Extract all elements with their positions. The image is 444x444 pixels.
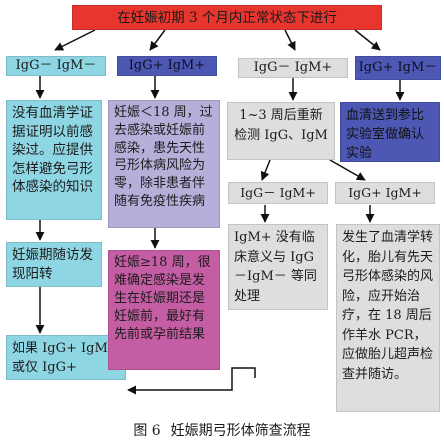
arrow-retest-to-r2a bbox=[260, 159, 271, 181]
late-pregnancy-text: 妊娠≥18 周，很难确定感染是发生在妊娠期还是妊娠前，最好有先前或孕前结果 bbox=[114, 255, 211, 342]
reference-lab-box: 血清送到参比实验室做确认实验 bbox=[340, 102, 440, 162]
result-label: IgG+ IgM+ bbox=[348, 185, 422, 200]
arrow-retest-to-r2b bbox=[329, 159, 366, 181]
result-label: IgG－ IgM+ bbox=[240, 185, 316, 200]
early-pregnancy-text: 妊娠＜18 周，过去感染或妊娠前感染，患先天性弓形体病风险为零，除非患者伴随有免… bbox=[114, 105, 213, 209]
start-box: 在妊娠初期 3 个月内正常状态下进行 bbox=[72, 5, 382, 30]
result-igg-pos-igm-neg: IgG+ IgM－ bbox=[355, 56, 441, 80]
retest-box: 1~3 周后重新检测 IgG、IgM bbox=[227, 102, 335, 160]
figure-title: 妊娠期弓形体筛查流程 bbox=[170, 423, 311, 439]
arrow-top-to-d bbox=[354, 29, 381, 51]
arrow-seroconv-to-end bbox=[127, 367, 256, 395]
result-igg-neg-igm-neg: IgG－ IgM－ bbox=[6, 56, 106, 76]
early-pregnancy-box: 妊娠＜18 周，过去感染或妊娠前感染，患先天性弓形体病风险为零，除非患者伴随有免… bbox=[108, 100, 220, 228]
result-label: IgG－ IgM+ bbox=[253, 60, 333, 75]
arrow-top-to-b bbox=[149, 29, 166, 51]
no-clinical-meaning-text: IgM+ 没有临床意义与 IgG－IgM－ 等同处理 bbox=[234, 230, 317, 304]
seroconversion-box: 发生了血清学转化，胎儿有先天弓形体感染的风险，应开始治疗，在 18 周后作羊水 … bbox=[336, 224, 440, 412]
result-igg-neg-igm-pos: IgG－ IgM+ bbox=[238, 58, 348, 78]
no-clinical-meaning-box: IgM+ 没有临床意义与 IgG－IgM－ 等同处理 bbox=[228, 224, 328, 310]
follow-up-text: 妊娠期随访发现阳转 bbox=[12, 247, 93, 282]
figure-number: 图 6 bbox=[133, 423, 161, 439]
retest-text: 1~3 周后重新检测 IgG、IgM bbox=[234, 108, 328, 143]
end-condition-text: 如果 IgG+ IgM+ 或仅 IgG+ bbox=[12, 341, 119, 375]
arrow-top-to-a bbox=[54, 29, 96, 51]
retest-result-igg-pos-igm-pos: IgG+ IgM+ bbox=[335, 182, 435, 204]
figure-caption: 图 6 妊娠期弓形体筛查流程 bbox=[0, 420, 444, 440]
retest-result-igg-neg-igm-pos: IgG－ IgM+ bbox=[228, 182, 328, 204]
arrow-top-to-c bbox=[284, 29, 296, 51]
follow-up-box: 妊娠期随访发现阳转 bbox=[6, 242, 102, 287]
seroconversion-text: 发生了血清学转化，胎儿有先天弓形体感染的风险，应开始治疗，在 18 周后作羊水 … bbox=[342, 230, 434, 382]
result-label: IgG+ IgM－ bbox=[358, 60, 438, 75]
start-text: 在妊娠初期 3 个月内正常状态下进行 bbox=[117, 9, 337, 26]
no-infection-advice-text: 没有血清学证据证明以前感染过。应提供怎样避免弓形体感染的知识 bbox=[12, 105, 93, 195]
reference-lab-text: 血清送到参比实验室做确认实验 bbox=[346, 108, 425, 161]
result-igg-pos-igm-pos: IgG+ IgM+ bbox=[117, 56, 217, 76]
late-pregnancy-box: 妊娠≥18 周，很难确定感染是发生在妊娠期还是妊娠前，最好有先前或孕前结果 bbox=[108, 250, 220, 370]
result-label: IgG－ IgM－ bbox=[15, 58, 97, 73]
no-infection-advice-box: 没有血清学证据证明以前感染过。应提供怎样避免弓形体感染的知识 bbox=[6, 100, 102, 220]
result-label: IgG+ IgM+ bbox=[128, 58, 206, 73]
end-condition-box: 如果 IgG+ IgM+ 或仅 IgG+ bbox=[6, 335, 126, 380]
